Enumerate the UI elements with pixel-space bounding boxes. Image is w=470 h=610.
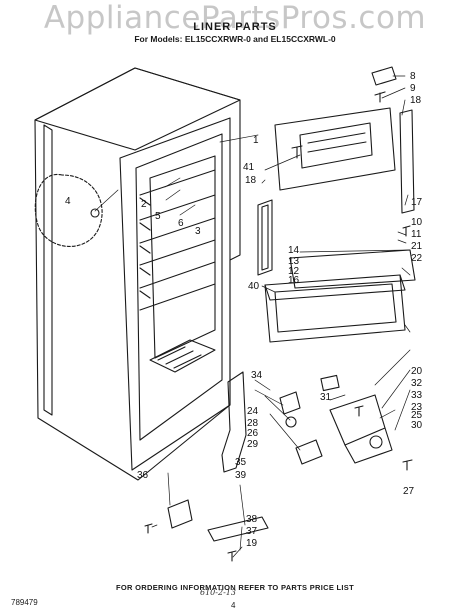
- control-housing: [329, 394, 386, 446]
- callout-20: 20: [411, 366, 423, 377]
- callout-32: 32: [411, 378, 423, 389]
- hole-center: [90, 208, 100, 218]
- door-handle-slot: [299, 122, 373, 169]
- drain-tube: [221, 371, 247, 473]
- callout-25: 25: [411, 410, 423, 421]
- callout-41: 41: [243, 162, 255, 173]
- door-inner-rib: [307, 132, 367, 153]
- liner-side-flange: [43, 124, 53, 416]
- callout-35: 35: [235, 457, 247, 468]
- ordering-footer: FOR ORDERING INFORMATION REFER TO PARTS …: [116, 583, 354, 592]
- callout-18: 18: [410, 95, 422, 106]
- control-knob: [369, 435, 383, 449]
- lamp-socket: [279, 391, 301, 415]
- callout-18: 18: [245, 175, 257, 186]
- control-knob-base: [320, 374, 340, 392]
- shelf-frame: [289, 249, 416, 289]
- callout-16: 16: [288, 275, 300, 286]
- callout-12: 12: [288, 266, 300, 277]
- handwritten-note: 610-2-13: [200, 588, 236, 597]
- grille-strip: [207, 516, 269, 542]
- callout-39: 39: [235, 470, 247, 481]
- screw: [227, 550, 237, 562]
- light-bulb: [285, 416, 297, 428]
- screw: [354, 405, 364, 417]
- callout-13: 13: [288, 256, 300, 267]
- bracket: [167, 499, 193, 529]
- left-rail: [257, 199, 273, 276]
- hole-outline: [34, 174, 103, 247]
- callout-10: 10: [411, 217, 423, 228]
- right-rail: [399, 109, 415, 214]
- callout-27: 27: [403, 486, 415, 497]
- callout-37: 37: [246, 526, 258, 537]
- callout-5: 5: [155, 211, 161, 222]
- callout-4: 4: [65, 196, 71, 207]
- thermostat-block: [295, 439, 323, 465]
- callout-29: 29: [247, 439, 259, 450]
- callout-23: 23: [411, 402, 423, 413]
- callout-28: 28: [247, 418, 259, 429]
- bottom-vent: [149, 339, 216, 373]
- callout-22: 22: [411, 253, 423, 264]
- top-hinge: [371, 66, 397, 86]
- callout-26: 26: [247, 428, 259, 439]
- callout-3: 3: [195, 226, 201, 237]
- callout-19: 19: [246, 538, 258, 549]
- callout-34: 34: [251, 370, 263, 381]
- screw: [402, 225, 411, 237]
- liner-inner-opening: [135, 133, 223, 441]
- callout-17: 17: [411, 197, 423, 208]
- liner-top-edge: [34, 67, 241, 151]
- callout-1: 1: [253, 135, 259, 146]
- callout-30: 30: [411, 420, 423, 431]
- diagram-title: LINER PARTS: [193, 21, 277, 33]
- callout-33: 33: [411, 390, 423, 401]
- left-rail-inner: [261, 204, 269, 271]
- liner-front-frame: [119, 117, 231, 471]
- callout-24: 24: [247, 406, 259, 417]
- compartment-door: [274, 107, 396, 191]
- document-number: 789479: [11, 598, 38, 607]
- screw: [374, 91, 386, 103]
- control-housing-side: [344, 427, 393, 464]
- bottom-vent-slots: [157, 346, 202, 369]
- tray-rim: [264, 274, 406, 301]
- tray-inner: [274, 283, 397, 333]
- screw: [402, 459, 413, 471]
- callout-2: 2: [141, 199, 147, 210]
- callout-36: 36: [137, 470, 149, 481]
- page-number: 4: [231, 601, 236, 610]
- callout-21: 21: [411, 241, 423, 252]
- model-subtitle: For Models: EL15CCXRWR-0 and EL15CCXRWL-…: [134, 34, 336, 44]
- shelf-rib-side: [139, 197, 151, 299]
- screw: [144, 523, 153, 534]
- leader-line: [94, 75, 411, 558]
- callout-9: 9: [410, 83, 416, 94]
- callout-38: 38: [246, 514, 258, 525]
- callout-8: 8: [410, 71, 416, 82]
- tray: [264, 274, 406, 343]
- callout-6: 6: [178, 218, 184, 229]
- shelf-rib: [139, 169, 216, 311]
- callout-40: 40: [248, 281, 260, 292]
- watermark: AppliancePartsPros.com: [43, 0, 427, 36]
- callout-14: 14: [288, 245, 300, 256]
- liner-back: [149, 155, 216, 359]
- callout-31: 31: [320, 392, 332, 403]
- callout-11: 11: [411, 229, 422, 240]
- callout-labels: 8 9 18 1 41 18 17 10 11 21 22 4 2 5 6 3 …: [65, 71, 423, 549]
